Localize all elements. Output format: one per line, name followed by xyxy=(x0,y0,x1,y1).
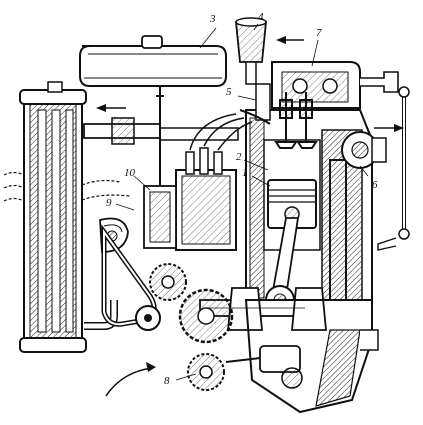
air-filter xyxy=(235,17,267,85)
radiator xyxy=(19,81,87,353)
valves xyxy=(274,92,318,149)
callout-2: 2 xyxy=(236,151,242,163)
fuel-feed-pump xyxy=(143,176,177,249)
callout-3: 3 xyxy=(210,13,216,25)
callout-6: 6 xyxy=(372,179,378,191)
fuel-tank xyxy=(79,35,227,186)
air-flow-arrows xyxy=(3,171,131,202)
callout-10: 10 xyxy=(124,167,135,179)
leader-lines xyxy=(115,23,369,381)
flow-arrow-upper xyxy=(96,104,126,112)
callout-7: 7 xyxy=(316,27,322,39)
rotation-arrow xyxy=(105,362,156,397)
exhaust-arrow xyxy=(374,124,404,132)
callout-1: 1 xyxy=(242,167,248,179)
cylinder-head xyxy=(271,61,361,109)
cooling-fan xyxy=(99,217,129,253)
callout-5: 5 xyxy=(226,86,232,98)
intake-manifold xyxy=(239,83,271,125)
timing-gears xyxy=(149,263,234,391)
callout-8: 8 xyxy=(164,375,170,387)
intake-arrow xyxy=(276,36,304,44)
exhaust-pipe xyxy=(360,71,410,251)
callout-9: 9 xyxy=(106,197,112,209)
callout-4: 4 xyxy=(258,11,264,23)
crankcase xyxy=(244,299,379,414)
oil-pump xyxy=(225,345,303,389)
camshaft xyxy=(341,131,387,169)
fuel-injection-pump xyxy=(175,113,253,251)
fan-belt xyxy=(101,224,161,331)
